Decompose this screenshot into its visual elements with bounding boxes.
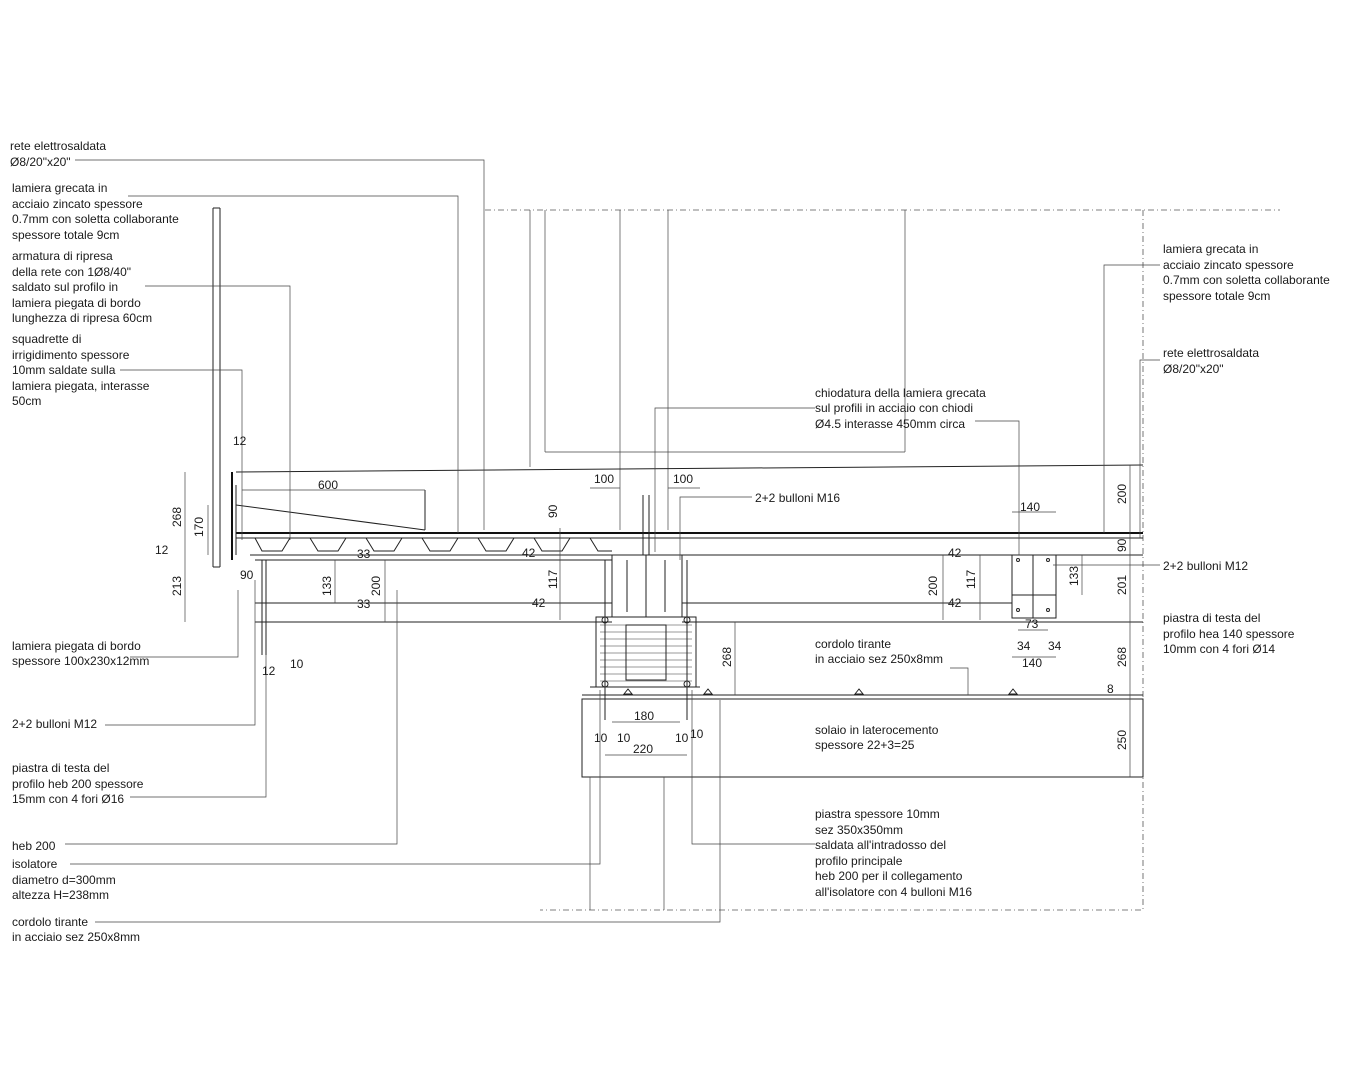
dim-10-b: 10 [617, 731, 631, 745]
dim-34-a: 34 [1017, 639, 1031, 653]
dimension-labels: 12 268 170 12 213 600 90 33 133 200 33 1… [155, 434, 1129, 756]
dim-200-mid: 200 [926, 576, 940, 596]
dim-201: 201 [1115, 575, 1129, 595]
drawing-geometry [212, 207, 1280, 911]
dim-12-top: 12 [233, 434, 247, 448]
isolator-hatch [600, 624, 692, 682]
dim-8: 8 [1107, 682, 1114, 696]
dim-33-a: 33 [357, 547, 371, 561]
dim-600: 600 [318, 478, 338, 492]
dim-10-left: 10 [290, 657, 304, 671]
dim-213: 213 [170, 576, 184, 596]
dim-117-left: 117 [546, 570, 560, 589]
note-heb200: heb 200 [12, 839, 56, 853]
dim-12-bottom: 12 [262, 664, 276, 678]
dim-33-b: 33 [357, 597, 371, 611]
note-bulloni-left: 2+2 bulloni M12 [12, 717, 97, 731]
dim-170: 170 [192, 517, 206, 537]
note-bulloni-m16: 2+2 bulloni M16 [755, 491, 840, 505]
dim-10-a: 10 [594, 731, 608, 745]
dim-220: 220 [633, 742, 653, 756]
dim-268-right: 268 [1115, 647, 1129, 667]
dim-42-d: 42 [948, 596, 962, 610]
dim-133-left: 133 [320, 576, 334, 596]
dim-42-b: 42 [532, 596, 546, 610]
dim-90-left: 90 [240, 568, 254, 582]
dim-42-c: 42 [948, 546, 962, 560]
dim-10-c: 10 [675, 731, 689, 745]
note-bulloni-right: 2+2 bulloni M12 [1163, 559, 1248, 573]
dim-100-b: 100 [673, 472, 693, 486]
dim-90-right: 90 [1115, 538, 1129, 552]
dim-42-a: 42 [522, 546, 536, 560]
dim-268-left: 268 [170, 507, 184, 527]
leader-lines [65, 159, 1160, 923]
dim-133-right: 133 [1067, 566, 1081, 586]
dimension-lines [184, 465, 1131, 777]
dim-117-right: 117 [964, 570, 978, 589]
dim-10-d: 10 [690, 727, 704, 741]
dim-200-left: 200 [369, 576, 383, 596]
dim-90-mid: 90 [546, 504, 560, 518]
dim-100-a: 100 [594, 472, 614, 486]
dim-180: 180 [634, 709, 654, 723]
dim-250: 250 [1115, 730, 1129, 750]
dim-268-mid: 268 [720, 647, 734, 667]
dim-200-right: 200 [1115, 484, 1129, 504]
dim-140-bottom: 140 [1022, 656, 1042, 670]
dim-34-b: 34 [1048, 639, 1062, 653]
dim-12-left: 12 [155, 543, 169, 557]
dim-140-top: 140 [1020, 500, 1040, 514]
dim-73: 73 [1025, 617, 1039, 631]
